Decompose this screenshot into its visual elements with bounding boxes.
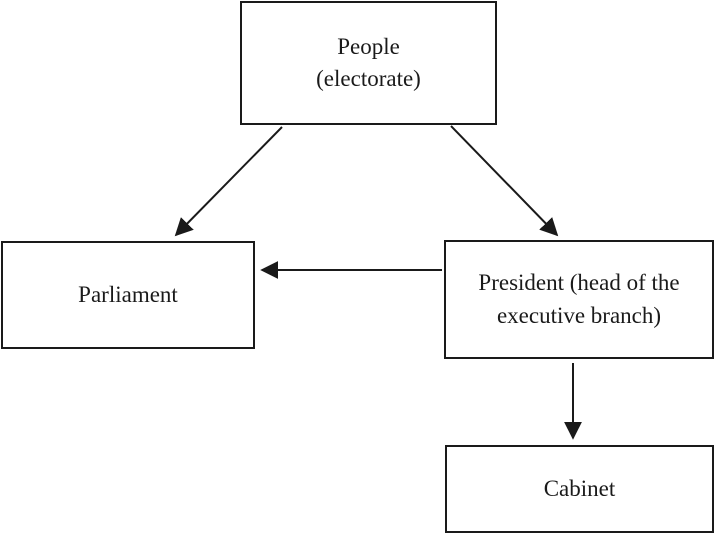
arrow-people-to-parliament [174, 126, 283, 237]
parliament-box: Parliament [1, 241, 255, 349]
electorate-label: (electorate) [316, 66, 421, 91]
cabinet-label: Cabinet [543, 475, 616, 501]
cabinet-box: Cabinet [445, 445, 714, 533]
president-box: President (head of the executive branch) [444, 240, 714, 359]
president-label: President (head of the executive branch) [478, 270, 680, 328]
people-box: People (electorate) [240, 1, 497, 125]
arrow-people-to-president [450, 125, 559, 237]
parliament-label: Parliament [78, 281, 178, 307]
people-label: People [337, 33, 400, 59]
